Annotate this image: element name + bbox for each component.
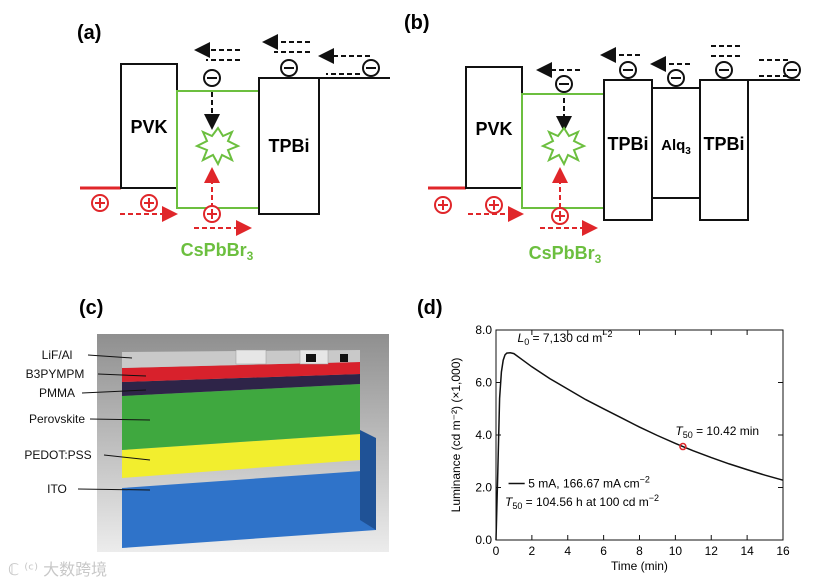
tpbi-label-1: TPBi <box>607 134 648 154</box>
panel-b-label: (b) <box>404 12 430 34</box>
ito-layer <box>122 470 376 548</box>
pmma-layer <box>122 374 360 396</box>
legend-text: 5 mA, 166.67 mA cm−2 <box>528 475 650 491</box>
panel-d-label: (d) <box>417 297 443 319</box>
y-tick-label: 0.0 <box>475 533 492 547</box>
layer-leader-lines <box>77 354 151 491</box>
t50-annotation: T50 = 10.42 min <box>675 424 759 440</box>
x-tick-label: 12 <box>705 544 719 558</box>
electron-icon <box>555 61 801 93</box>
tpbi-box-2 <box>699 79 749 221</box>
device-stack-illustration: LiF/Al B3PYMPM PMMA Perovskite PEDOT:PSS… <box>24 334 389 552</box>
l0-annotation: L0 = 7,130 cd m−2 <box>518 329 613 347</box>
energy-diagram-a: PVK TPBi CsPbBr3 <box>80 34 390 263</box>
x-tick-label: 0 <box>493 544 500 558</box>
x-tick-label: 8 <box>636 544 643 558</box>
pvk-box <box>120 63 178 189</box>
b3pympm-label: B3PYMPM <box>26 367 85 381</box>
pvk-label: PVK <box>475 119 512 139</box>
alq3-box <box>651 87 701 199</box>
panel-c-label: (c) <box>79 297 104 319</box>
cspbbr3-label: CsPbBr3 <box>181 240 254 263</box>
ito-label: ITO <box>47 482 67 496</box>
pvk-label: PVK <box>130 117 167 137</box>
electron-flow-arrows <box>194 34 370 130</box>
lif-al-label: LiF/Al <box>42 348 73 362</box>
watermark: ℂ ⁽ᶜ⁾ 大数跨境 <box>8 560 108 579</box>
pvk-box <box>465 66 523 189</box>
t50-hours-annotation: T50 = 104.56 h at 100 cd m−2 <box>505 493 659 511</box>
tpbi-box <box>258 77 320 215</box>
perovskite-label: Perovskite <box>29 412 85 426</box>
luminance-curve <box>495 352 784 541</box>
hole-icon <box>91 194 221 223</box>
cspbbr3-label: CsPbBr3 <box>529 243 602 266</box>
emission-starburst-icon <box>194 126 241 167</box>
perovskite-layer <box>122 384 360 450</box>
tpbi-box-1 <box>603 79 653 221</box>
x-axis-label: Time (min) <box>611 559 668 573</box>
x-tick-label: 14 <box>740 544 754 558</box>
y-tick-label: 6.0 <box>475 376 492 390</box>
t50-marker <box>679 442 687 451</box>
electron-icon <box>203 59 380 87</box>
pedot-layer <box>122 434 360 478</box>
alq3-label: Alq3 <box>661 137 691 157</box>
x-tick-label: 10 <box>669 544 683 558</box>
y-tick-label: 2.0 <box>475 481 492 495</box>
y-tick-label: 8.0 <box>475 323 492 337</box>
layer-labels: LiF/Al B3PYMPM PMMA Perovskite PEDOT:PSS… <box>24 348 91 496</box>
panel-a-label: (a) <box>77 22 102 44</box>
b3pympm-layer <box>122 362 360 382</box>
x-tick-label: 2 <box>529 544 536 558</box>
pedot-label: PEDOT:PSS <box>24 448 91 462</box>
x-tick-label: 6 <box>600 544 607 558</box>
hole-flow-arrows <box>120 167 252 236</box>
emission-starburst-icon <box>540 126 587 167</box>
hole-icon <box>434 196 569 225</box>
pmma-label: PMMA <box>39 386 75 400</box>
x-tick-label: 16 <box>776 544 790 558</box>
tpbi-label-2: TPBi <box>703 134 744 154</box>
y-tick-label: 4.0 <box>475 428 492 442</box>
hole-flow-arrows <box>468 167 598 236</box>
tpbi-label: TPBi <box>268 136 309 156</box>
y-axis-label: Luminance (cd m⁻²) (×1,000) <box>449 358 463 513</box>
energy-diagram-b: PVK TPBi Alq3 TPBi CsPbBr3 <box>428 45 801 266</box>
x-tick-label: 4 <box>564 544 571 558</box>
electron-flow-arrows <box>536 45 788 132</box>
